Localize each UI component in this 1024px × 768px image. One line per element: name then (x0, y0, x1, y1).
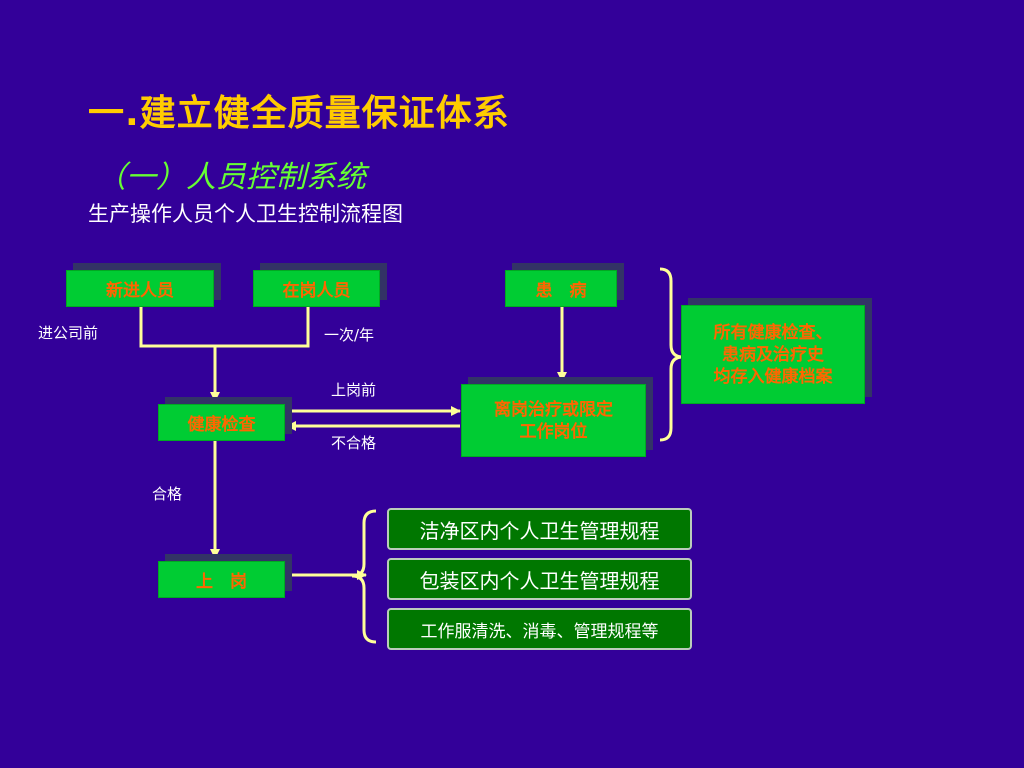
leave-treatment-line1: 离岗治疗或限定 (494, 399, 613, 420)
label-before-joining: 进公司前 (38, 324, 99, 342)
leave-treatment-box: 离岗治疗或限定 工作岗位 (461, 384, 646, 457)
health-check-box: 健康检查 (158, 404, 285, 441)
page-title: 一.建立健全质量保证体系 (88, 93, 510, 134)
records-brace (659, 267, 684, 442)
new-staff-connector (139, 307, 310, 348)
on-duty-box: 上 岗 (158, 561, 285, 598)
records-line3: 均存入健康档案 (713, 366, 833, 387)
new-staff-box: 新进人员 (66, 270, 214, 307)
health-records-box: 所有健康检查、 患病及治疗史 均存入健康档案 (681, 305, 865, 404)
label-before-duty: 上岗前 (331, 381, 377, 399)
rules-brace (351, 509, 377, 644)
records-line2: 患病及治疗史 (722, 344, 824, 365)
label-unqualified: 不合格 (331, 434, 377, 452)
current-staff-box: 在岗人员 (253, 270, 380, 307)
rule-packing-area: 包装区内个人卫生管理规程 (387, 558, 692, 600)
label-once-per-year: 一次/年 (324, 326, 375, 344)
diagram-caption: 生产操作人员个人卫生控制流程图 (88, 202, 403, 226)
rule-clean-area: 洁净区内个人卫生管理规程 (387, 508, 692, 550)
leave-treatment-line2: 工作岗位 (519, 421, 588, 442)
rule-work-clothes: 工作服清洗、消毒、管理规程等 (387, 608, 692, 650)
sick-box: 患 病 (505, 270, 617, 307)
section-subtitle: （一）人员控制系统 (96, 160, 366, 195)
label-qualified: 合格 (152, 485, 183, 503)
records-line1: 所有健康检查、 (713, 322, 833, 343)
